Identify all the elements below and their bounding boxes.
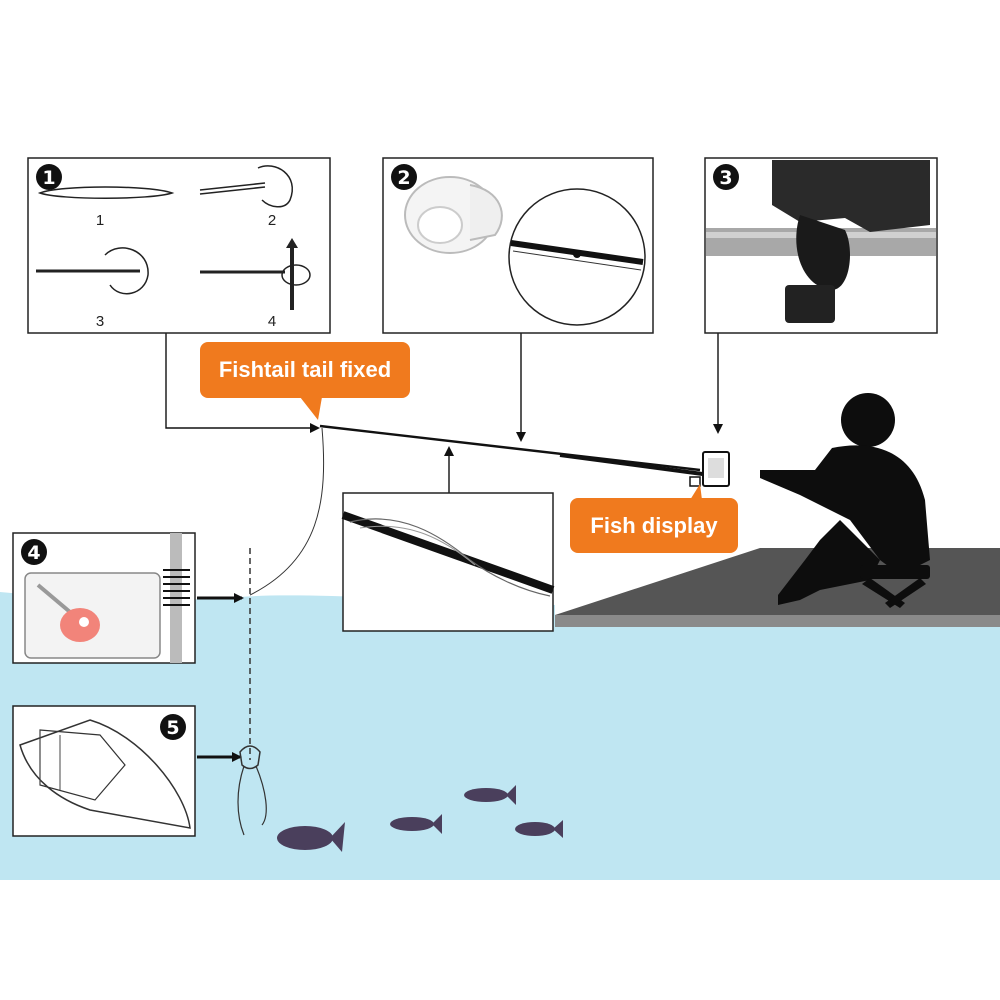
fisherman-silhouette <box>760 393 930 608</box>
zoom-box <box>341 492 555 632</box>
panel-2-badge: 2 <box>397 167 410 189</box>
rod-butt <box>559 453 711 477</box>
panel-4: 4 <box>12 532 196 664</box>
callout-fishtail: Fishtail tail fixed <box>200 342 410 398</box>
callout-fishtail-pointer <box>300 397 322 420</box>
panel-3: 3 <box>704 157 938 334</box>
water-right <box>555 615 1000 880</box>
panel-1-badge: 1 <box>42 167 55 189</box>
panel-1: 1 1 2 3 4 <box>27 157 331 334</box>
fish-small-1 <box>390 814 442 834</box>
dock-edge <box>555 615 1000 627</box>
panel-2: 2 <box>382 157 654 334</box>
panel-1-step-3: 3 <box>96 313 104 330</box>
fish-small-2 <box>464 785 516 805</box>
callout-display-text: Fish display <box>590 512 718 538</box>
connector-panel-1 <box>165 333 320 433</box>
fish-display-device <box>689 451 730 487</box>
panel-1-step-4: 4 <box>268 313 276 330</box>
fish-small-3 <box>515 820 563 838</box>
panel-3-badge: 3 <box>719 167 732 189</box>
callout-fishtail-text: Fishtail tail fixed <box>218 357 392 382</box>
fish-large <box>277 822 345 852</box>
feeder-cage <box>239 745 261 770</box>
callout-display: Fish display <box>570 498 738 553</box>
callout-display-pointer <box>690 484 702 500</box>
panel-5-badge: 5 <box>166 717 179 739</box>
panel-4-badge: 4 <box>27 542 40 564</box>
velcro-strap <box>404 176 503 254</box>
hook-line-right <box>255 765 267 826</box>
fishing-rod <box>319 424 701 472</box>
hook-line-left <box>237 765 245 836</box>
panel-1-step-1: 1 <box>96 212 104 229</box>
dock <box>555 548 1000 615</box>
panel-5: 5 <box>12 705 196 837</box>
panel-1-step-2: 2 <box>268 212 276 229</box>
fishing-line <box>249 427 325 596</box>
